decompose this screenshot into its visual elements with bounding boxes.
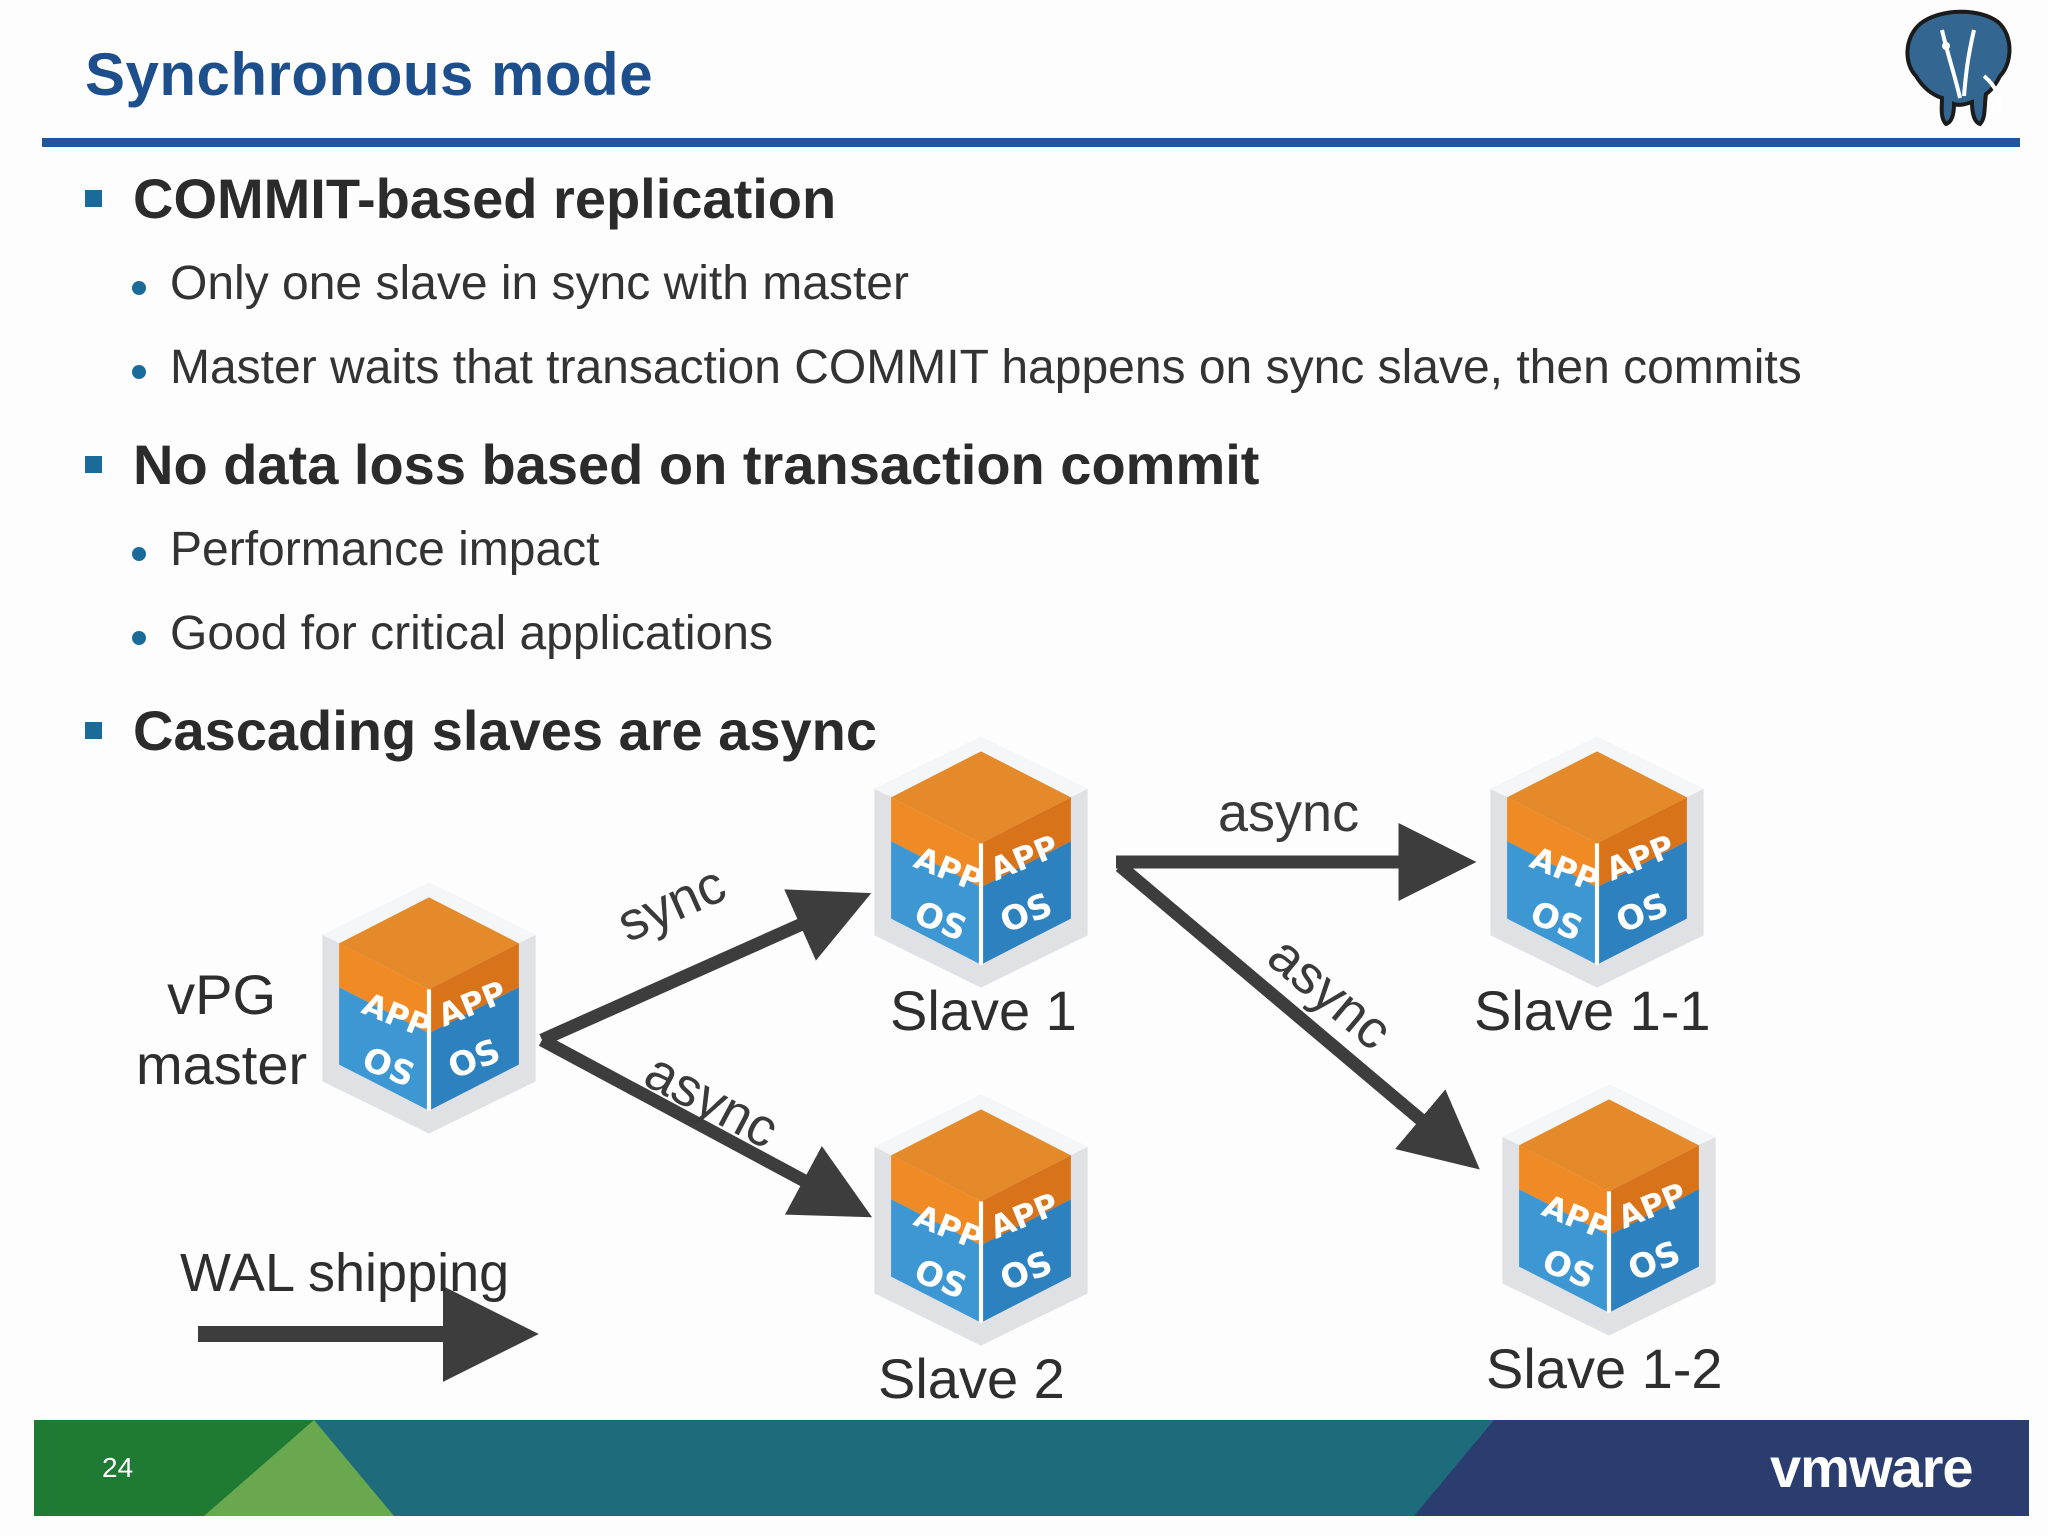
dot-bullet-icon	[132, 365, 146, 379]
vmware-logo: vmware	[1770, 1436, 1974, 1499]
postgresql-elephant-logo	[1905, 9, 2012, 127]
node-label-slave11: Slave 1-1	[1474, 979, 1711, 1042]
replication-diagram: vPG master Slave 1 Slave 2 Slave 1-1 Sla…	[136, 0, 1724, 1410]
node-label-master: vPG master	[136, 963, 308, 1096]
node-label-slave2: Slave 2	[878, 1347, 1065, 1410]
page-number: 24	[102, 1452, 134, 1483]
arrow-master-to-slave1	[539, 889, 872, 1046]
square-bullet-icon	[85, 190, 102, 207]
slide-title: Synchronous mode	[85, 41, 654, 108]
square-bullet-icon	[85, 456, 102, 473]
edge-label-async-slave11: async	[1218, 783, 1360, 843]
dot-bullet-icon	[132, 281, 146, 295]
square-bullet-icon	[85, 722, 102, 739]
title-rule	[42, 138, 2020, 147]
dot-bullet-icon	[132, 547, 146, 561]
node-label-slave1: Slave 1	[890, 979, 1077, 1042]
node-label-slave12: Slave 1-2	[1486, 1337, 1723, 1400]
slave1-vm-cube-icon	[866, 728, 1096, 990]
diagram-arrows	[198, 823, 1480, 1382]
slave12-vm-cube-icon	[1494, 1076, 1724, 1338]
arrow-slave1-to-slave12	[1115, 861, 1480, 1170]
master-vm-cube-icon	[314, 874, 544, 1136]
dot-bullet-icon	[132, 631, 146, 645]
footer-band	[34, 1420, 2029, 1516]
arrow-master-to-slave2	[538, 1034, 873, 1218]
legend-label: WAL shipping	[180, 1243, 510, 1303]
slave2-vm-cube-icon	[866, 1086, 1096, 1348]
slave11-vm-cube-icon	[1482, 728, 1712, 990]
